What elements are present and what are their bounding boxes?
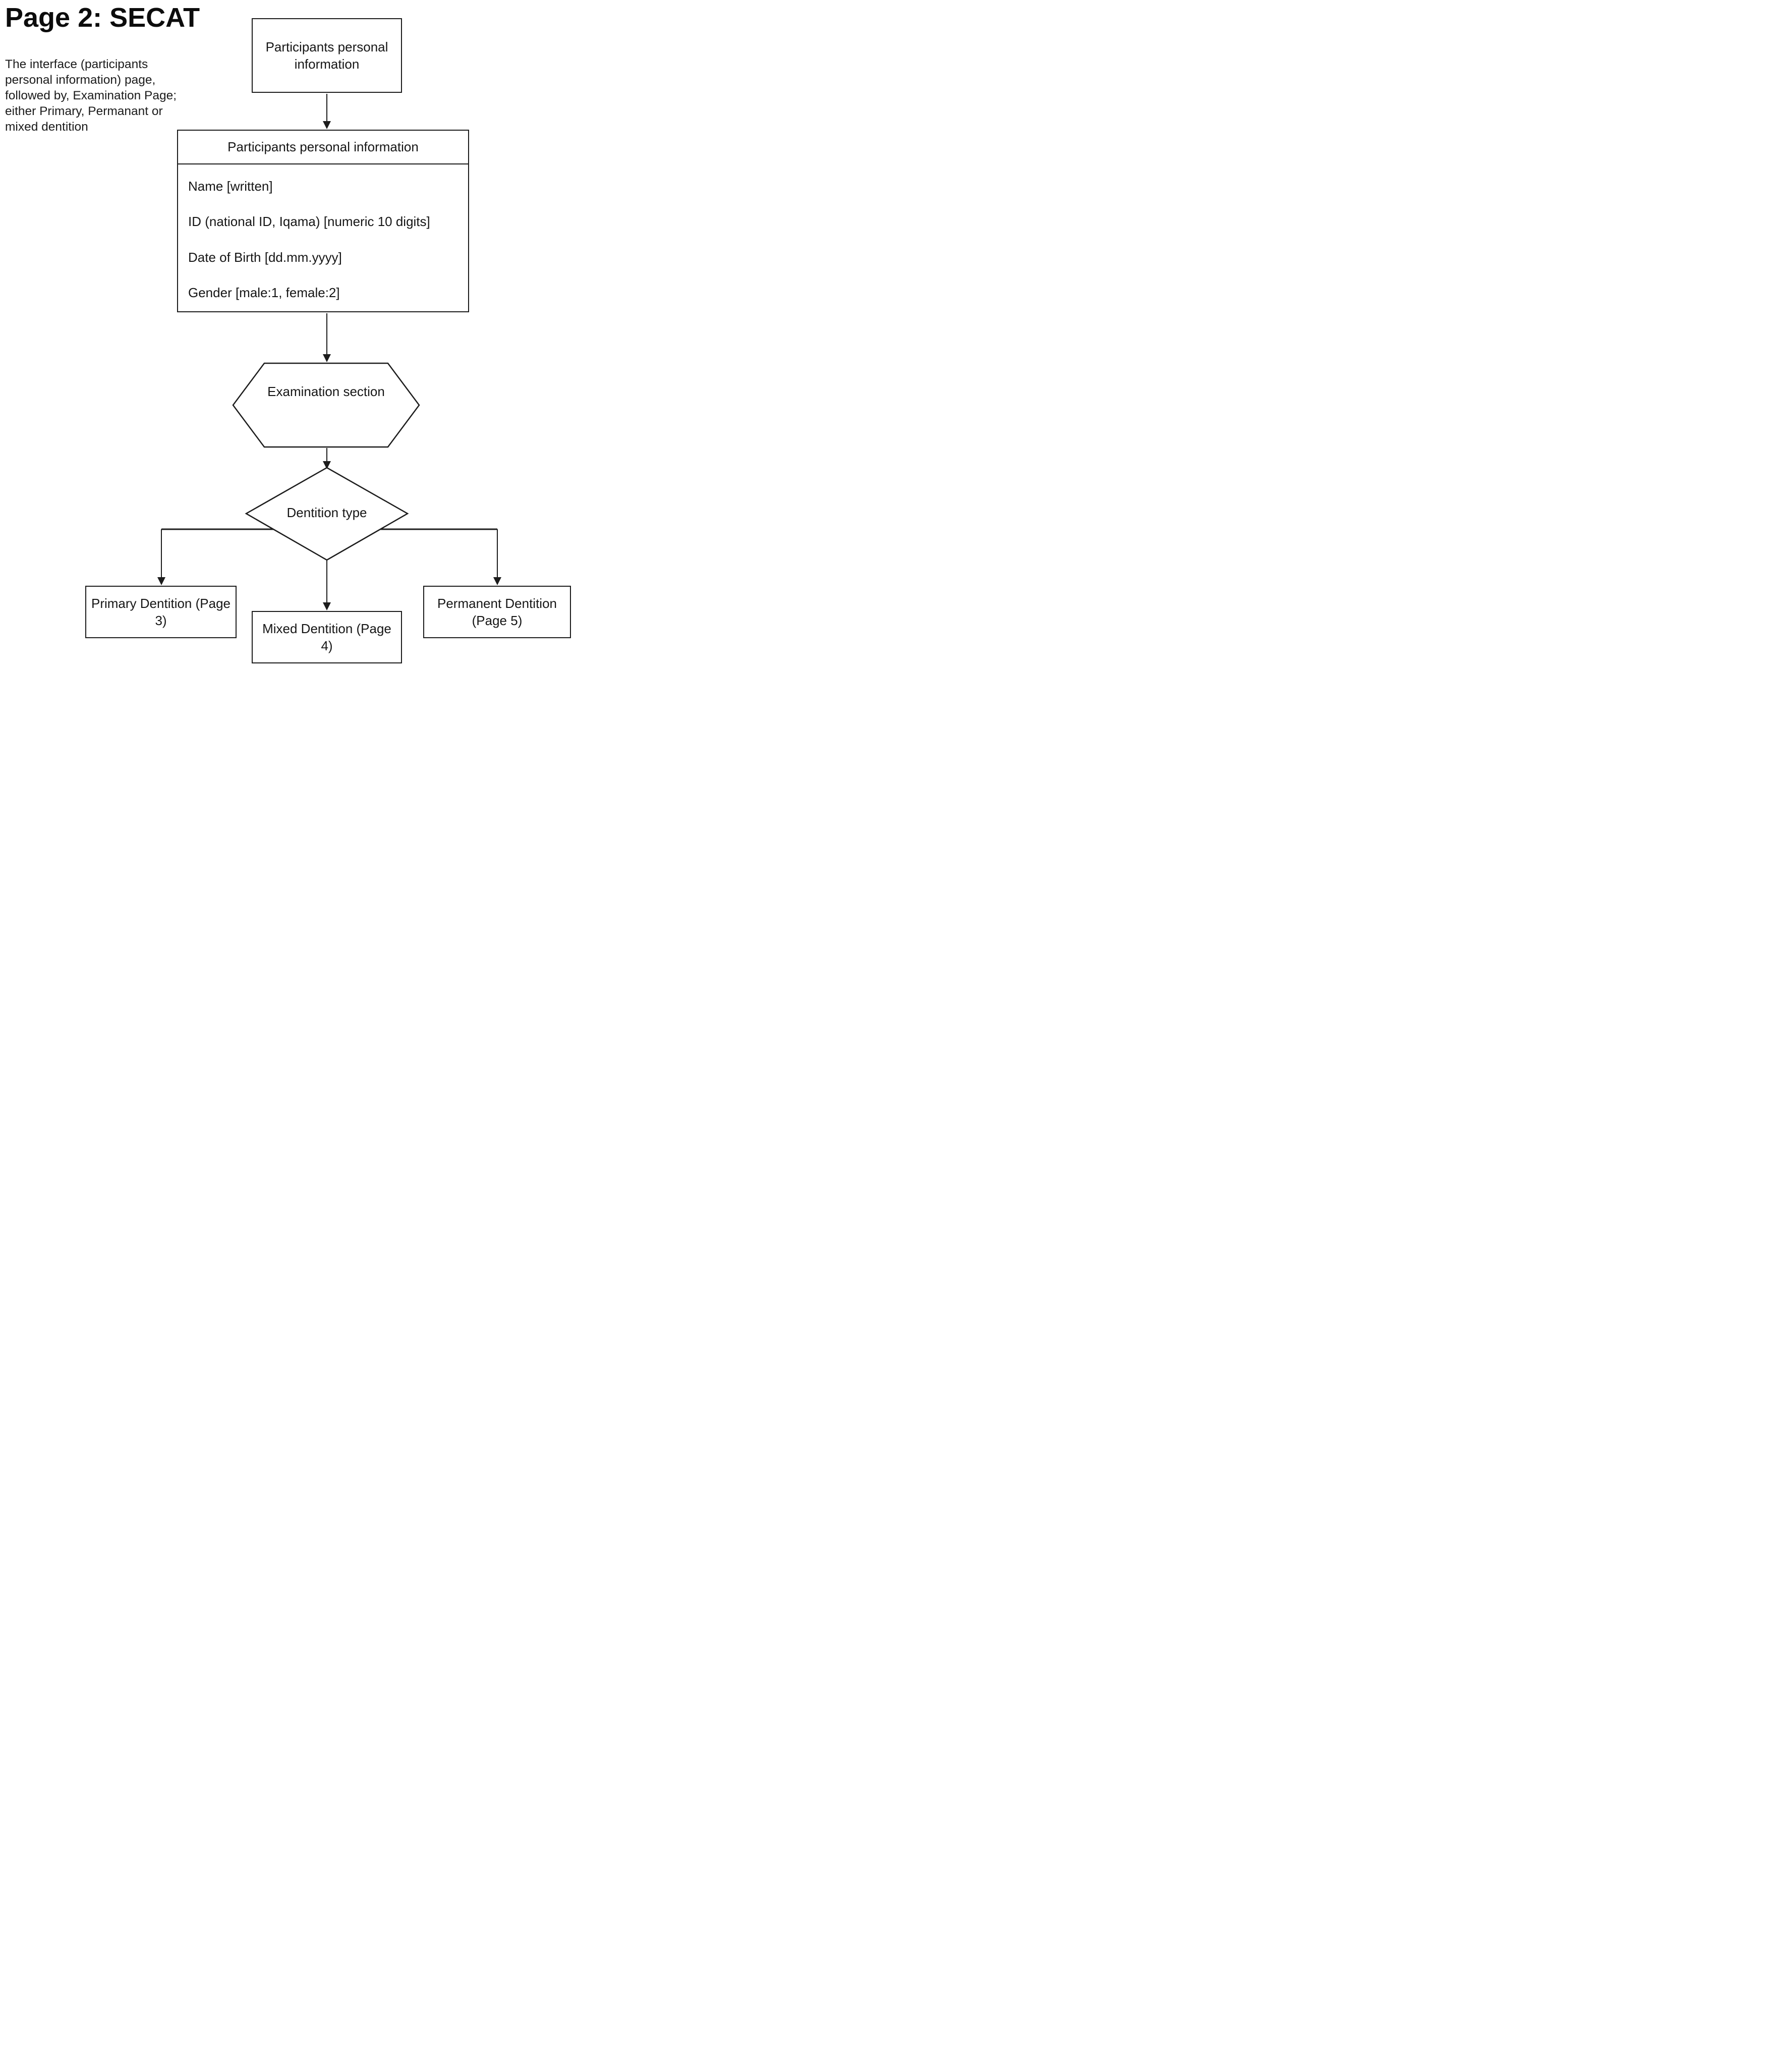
arrowhead-info-to-hexagon (323, 354, 331, 362)
branch-box-permanent-label: Permanent Dentition (Page 5) (437, 596, 557, 628)
description-paragraph: The interface (participants personal inf… (5, 57, 257, 135)
arrowhead-branch-right (493, 577, 501, 585)
description-line: personal information) page, (5, 73, 156, 87)
description-line: The interface (participants (5, 58, 148, 71)
branch-box-mixed-label: Mixed Dentition (Page 4) (262, 621, 391, 653)
hexagon-shape (232, 362, 420, 448)
branch-box-primary-dentition: Primary Dentition (Page 3) (85, 586, 237, 638)
decision-label: Dentition type (286, 505, 367, 520)
description-line: mixed dentition (5, 120, 88, 134)
info-field-gender: Gender [male:1, female:2] (188, 285, 340, 300)
description-line: followed by, Examination Page; (5, 89, 177, 102)
page-title: Page 2: SECAT (5, 3, 200, 33)
start-box: Participants personal information (252, 18, 402, 93)
info-field-date-of-birth: Date of Birth [dd.mm.yyyy] (188, 250, 342, 265)
info-field-id: ID (national ID, Iqama) [numeric 10 digi… (188, 214, 430, 229)
flowchart-connectors-svg (157, 94, 501, 610)
arrowhead-start-to-info (323, 121, 331, 129)
hexagon-label: Examination section (267, 384, 385, 399)
description-line: either Primary, Permanant or (5, 104, 163, 118)
info-box: Participants personal information Name [… (177, 130, 469, 312)
info-box-header: Participants personal information (178, 131, 468, 164)
branch-box-primary-label: Primary Dentition (Page 3) (91, 596, 231, 628)
arrowhead-branch-middle (323, 602, 331, 610)
arrowhead-branch-left (157, 577, 165, 585)
arrowhead-hexagon-to-diamond (323, 461, 331, 469)
info-field-name: Name [written] (188, 179, 273, 194)
branch-box-permanent-dentition: Permanent Dentition (Page 5) (423, 586, 571, 638)
flowchart-page: Page 2: SECAT The interface (participant… (0, 0, 571, 664)
start-box-label: Participants personal information (265, 39, 388, 72)
branch-box-mixed-dentition: Mixed Dentition (Page 4) (252, 611, 402, 663)
